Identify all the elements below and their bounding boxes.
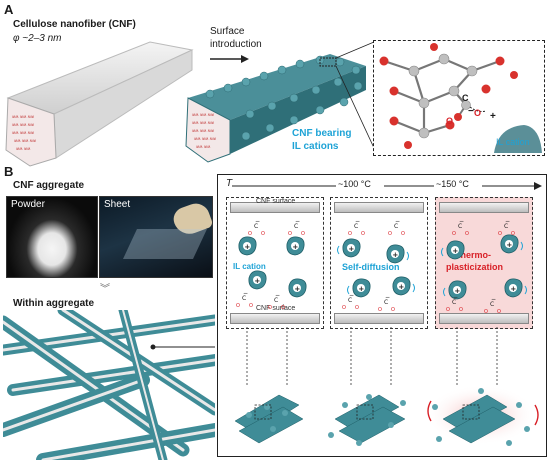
powder-photo: Powder [6, 196, 98, 278]
svg-text:ʍʍ ʍʍ: ʍʍ ʍʍ [16, 146, 31, 151]
plain-cnf-fiber: ʍʍ ʍʍ ʍʍ ʍʍ ʍʍ ʍʍ ʍʍ ʍʍ ʍʍ ʍʍ ʍʍ ʍʍ ʍʍ ʍ… [0, 40, 200, 170]
aggregate-title: CNF aggregate [13, 180, 84, 191]
drop-lines [217, 327, 547, 387]
within-aggregate-label: Within aggregate [13, 298, 94, 309]
chevron-down-icon: ︾ [100, 280, 110, 295]
panel-b-letter: B [4, 164, 13, 179]
svg-text:ʍʍ ʍʍ: ʍʍ ʍʍ [196, 144, 211, 149]
svg-text:ʍʍ ʍʍ ʍʍ: ʍʍ ʍʍ ʍʍ [192, 112, 215, 117]
svg-text:ʍʍ ʍʍ ʍʍ: ʍʍ ʍʍ ʍʍ [194, 136, 217, 141]
svg-text:ʍʍ ʍʍ ʍʍ: ʍʍ ʍʍ ʍʍ [12, 130, 35, 135]
svg-text:ʍʍ ʍʍ ʍʍ: ʍʍ ʍʍ ʍʍ [12, 122, 35, 127]
sheet-photo: Sheet [99, 196, 213, 278]
aggregate-fibers [3, 310, 215, 460]
temp-arrow [232, 181, 542, 191]
sheet-label: Sheet [104, 199, 130, 210]
svg-text:ʍʍ ʍʍ ʍʍ: ʍʍ ʍʍ ʍʍ [12, 114, 35, 119]
arrow-label-surface: Surface [210, 26, 244, 37]
inset-label-o2: O [446, 116, 453, 126]
inset-label-c: C [462, 93, 469, 103]
cnf-title: Cellulose nanofiber (CNF) [13, 19, 136, 30]
inset-label-o1: O [474, 108, 481, 118]
fiber-clusters [219, 385, 545, 451]
panel-a-letter: A [4, 2, 13, 17]
powder-label: Powder [11, 199, 45, 210]
arrow-label-introduction: introduction [210, 39, 262, 50]
svg-text:ʍʍ ʍʍ ʍʍ: ʍʍ ʍʍ ʍʍ [192, 128, 215, 133]
inset-label-plus: + [490, 111, 496, 122]
inset-label-il-cation: IL cation [496, 137, 530, 147]
svg-text:ʍʍ ʍʍ ʍʍ: ʍʍ ʍʍ ʍʍ [14, 138, 37, 143]
svg-text:ʍʍ ʍʍ ʍʍ: ʍʍ ʍʍ ʍʍ [192, 120, 215, 125]
molecules-layer: + C O O − [217, 210, 547, 330]
sheet-film [123, 229, 207, 259]
surface-top-label: CNF surface [256, 198, 295, 205]
bearing-label-2: IL cations [292, 141, 339, 152]
inset-label-minus: − [468, 106, 474, 117]
